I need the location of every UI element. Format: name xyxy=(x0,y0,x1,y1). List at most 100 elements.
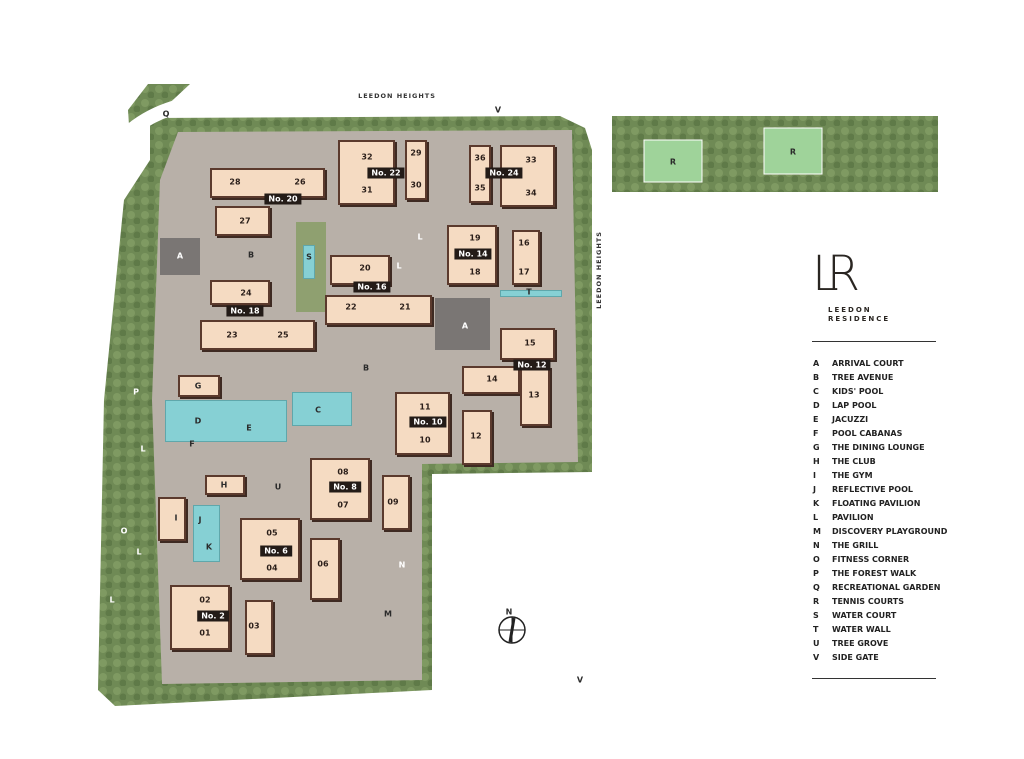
arrival-court-1 xyxy=(160,238,200,275)
unit-label: 33 xyxy=(525,155,537,165)
legend-key: A xyxy=(813,358,820,368)
marker-fitness-corner: O xyxy=(120,526,128,536)
block-label-no-16: No. 16 xyxy=(353,281,391,293)
building xyxy=(245,600,273,655)
unit-label: 24 xyxy=(240,288,252,298)
legend-label: THE GYM xyxy=(832,470,873,480)
legend-key: R xyxy=(813,596,820,606)
marker-dining-lounge: G xyxy=(194,381,202,391)
marker-side-gate: V xyxy=(494,105,502,115)
legend-key: U xyxy=(813,638,820,648)
unit-label: 17 xyxy=(518,267,530,277)
block-label-no-8: No. 8 xyxy=(329,481,361,493)
legend-item: Q RECREATIONAL GARDEN xyxy=(813,580,947,594)
legend-label: TREE AVENUE xyxy=(832,372,894,382)
legend-item: L PAVILION xyxy=(813,510,947,524)
marker-water-wall: T xyxy=(526,287,532,297)
legend-key: N xyxy=(813,540,820,550)
legend-key: V xyxy=(813,652,820,662)
reflective-pool xyxy=(193,505,220,562)
legend-label: SIDE GATE xyxy=(832,652,879,662)
block-label-no-2: No. 2 xyxy=(197,610,229,622)
unit-label: 02 xyxy=(199,595,211,605)
building xyxy=(512,230,540,285)
legend-key: K xyxy=(813,498,820,508)
marker-tree-grove: U xyxy=(274,482,282,492)
unit-label: 16 xyxy=(518,238,530,248)
legend-label: THE DINING LOUNGE xyxy=(832,442,925,452)
legend-key: P xyxy=(813,568,819,578)
unit-label: 25 xyxy=(277,330,289,340)
unit-label: 23 xyxy=(226,330,238,340)
street-label-east: LEEDON HEIGHTS xyxy=(595,231,603,309)
marker-club: H xyxy=(220,480,228,490)
marker-gym: I xyxy=(174,513,178,523)
legend-label: KIDS' POOL xyxy=(832,386,884,396)
legend-label: REFLECTIVE POOL xyxy=(832,484,913,494)
unit-label: 11 xyxy=(419,402,431,412)
unit-label: 03 xyxy=(248,621,260,631)
unit-label: 22 xyxy=(345,302,357,312)
marker-tennis-court: R xyxy=(669,157,677,167)
marker-pavilion: L xyxy=(417,232,423,242)
legend-label: THE CLUB xyxy=(832,456,876,466)
legend-key: M xyxy=(813,526,821,536)
legend-label: DISCOVERY PLAYGROUND xyxy=(832,526,948,536)
building xyxy=(325,295,432,325)
unit-label: 07 xyxy=(337,500,349,510)
legend-key: C xyxy=(813,386,819,396)
legend-label: LAP POOL xyxy=(832,400,877,410)
unit-label: 32 xyxy=(361,152,373,162)
building xyxy=(462,410,492,465)
logo-text-line1: LEEDON xyxy=(828,306,872,314)
unit-label: 26 xyxy=(294,177,306,187)
building xyxy=(310,538,340,600)
unit-label: 08 xyxy=(337,467,349,477)
compass-north-label: N xyxy=(505,607,513,617)
unit-label: 04 xyxy=(266,563,278,573)
legend-label: TREE GROVE xyxy=(832,638,889,648)
marker-tennis-court: R xyxy=(789,147,797,157)
legend-key: O xyxy=(813,554,820,564)
marker-lap-pool: D xyxy=(194,416,202,426)
unit-label: 14 xyxy=(486,374,498,384)
unit-label: 34 xyxy=(525,188,537,198)
legend-label: RECREATIONAL GARDEN xyxy=(832,582,941,592)
legend-key: D xyxy=(813,400,820,410)
marker-pavilion: L xyxy=(109,595,115,605)
unit-label: 30 xyxy=(410,180,422,190)
legend-label: ARRIVAL COURT xyxy=(832,358,904,368)
legend-label: POOL CABANAS xyxy=(832,428,903,438)
legend-item: D LAP POOL xyxy=(813,398,947,412)
unit-label: 31 xyxy=(361,185,373,195)
leedon-heights-road-east xyxy=(592,110,606,470)
legend-key: S xyxy=(813,610,819,620)
legend-key: Q xyxy=(813,582,820,592)
leedon-heights-road xyxy=(106,93,600,155)
legend-label: JACUZZI xyxy=(832,414,869,424)
logo-text-line2: RESIDENCE xyxy=(828,315,891,323)
block-label-no-6: No. 6 xyxy=(260,545,292,557)
unit-label: 09 xyxy=(387,497,399,507)
legend-label: PAVILION xyxy=(832,512,874,522)
marker-arrival-court: A xyxy=(461,321,469,331)
water-wall xyxy=(500,290,562,297)
unit-label: 20 xyxy=(359,263,371,273)
marker-jacuzzi: E xyxy=(246,423,252,433)
marker-pavilion: L xyxy=(140,444,146,454)
legend-key: L xyxy=(813,512,819,522)
marker-pavilion: L xyxy=(396,261,402,271)
unit-label: 18 xyxy=(469,267,481,277)
marker-side-gate: V xyxy=(576,675,584,685)
unit-label: 36 xyxy=(474,153,486,163)
